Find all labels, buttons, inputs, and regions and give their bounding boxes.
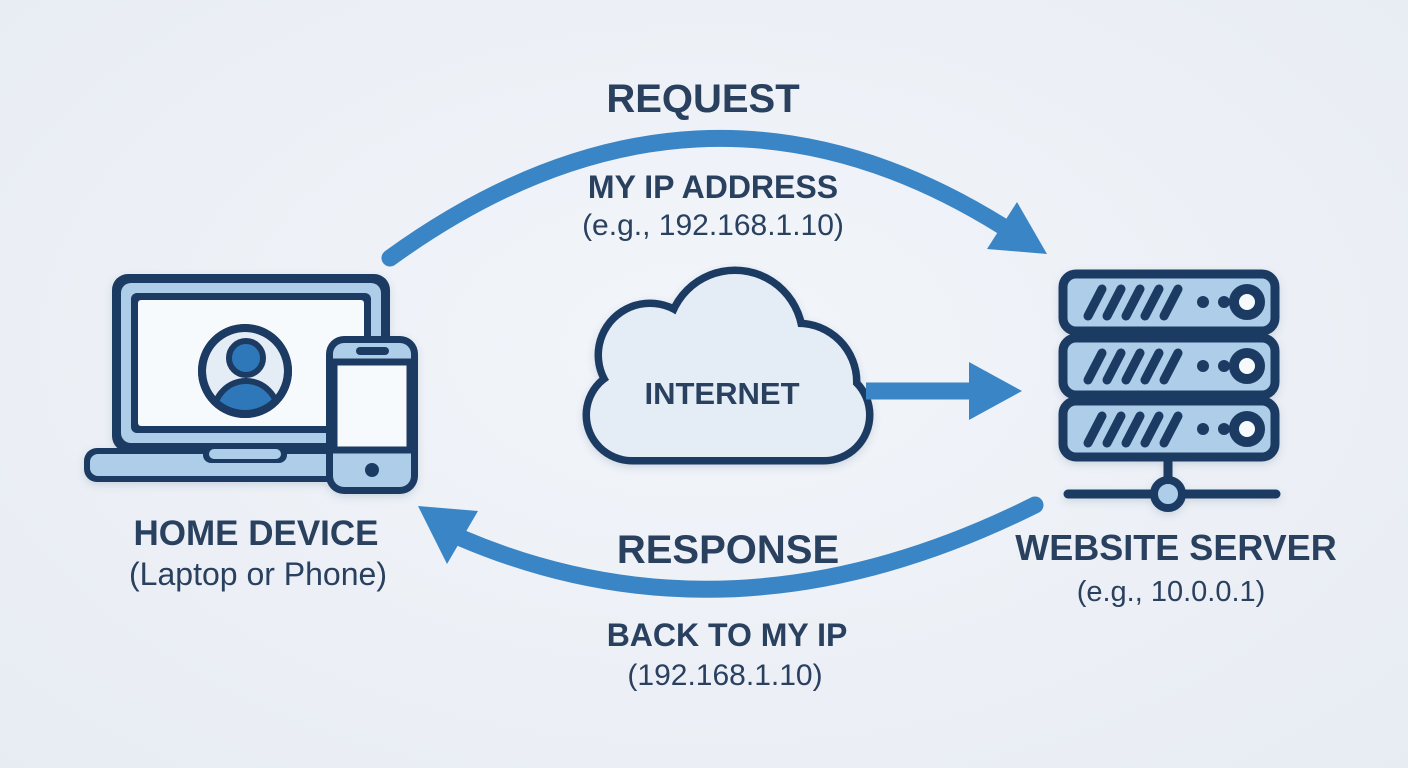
response-title: RESPONSE [617, 528, 839, 572]
server-led [1218, 360, 1230, 372]
response-detail-line2: (192.168.1.10) [627, 659, 822, 692]
phone-screen [330, 358, 414, 454]
internet-label: INTERNET [645, 376, 800, 411]
request-detail-line2: (e.g., 192.168.1.10) [582, 209, 844, 242]
home-device-title: HOME DEVICE [133, 514, 378, 553]
curved-arrow-right-icon [381, 129, 1047, 267]
response-detail-line1: BACK TO MY IP [607, 617, 848, 653]
server-led [1218, 296, 1230, 308]
avatar-ring [198, 324, 292, 418]
server-led [1197, 423, 1209, 435]
curved-arrow-left-icon [418, 496, 1044, 598]
server-led [1197, 360, 1209, 372]
server-rack-icon [1058, 269, 1281, 512]
request-arrow-shaft [381, 129, 1011, 267]
node-circle [1150, 476, 1186, 512]
request-title: REQUEST [606, 77, 799, 121]
server-port [1229, 348, 1265, 384]
user-avatar-icon [198, 324, 292, 418]
response-arrow-shaft [452, 496, 1044, 598]
request-arrowhead [987, 202, 1047, 254]
response-arrowhead [418, 506, 478, 564]
website-server-subtitle: (e.g., 10.0.0.1) [1077, 576, 1266, 608]
server-led [1197, 296, 1209, 308]
avatar-head [226, 338, 266, 378]
phone-home-button [365, 463, 379, 477]
laptop-notch [209, 449, 281, 459]
server-vents [1083, 284, 1183, 321]
server-port [1229, 284, 1265, 320]
network-node-icon [1063, 457, 1281, 512]
request-detail-line1: MY IP ADDRESS [588, 169, 838, 205]
server-unit [1058, 269, 1280, 336]
server-unit [1058, 333, 1280, 400]
server-unit [1058, 396, 1280, 462]
arrow-right-icon [866, 362, 1022, 420]
server-vents [1083, 348, 1183, 385]
phone-speaker [356, 347, 389, 355]
website-server-title: WEBSITE SERVER [1015, 527, 1336, 568]
home-device-subtitle: (Laptop or Phone) [129, 556, 387, 592]
server-vents [1083, 411, 1183, 448]
cloud-arrowhead [969, 362, 1022, 420]
cloud-icon: INTERNET [582, 266, 874, 465]
laptop-phone-icon [84, 274, 418, 494]
phone-icon [326, 336, 418, 494]
server-port [1229, 411, 1265, 447]
server-led [1218, 423, 1230, 435]
